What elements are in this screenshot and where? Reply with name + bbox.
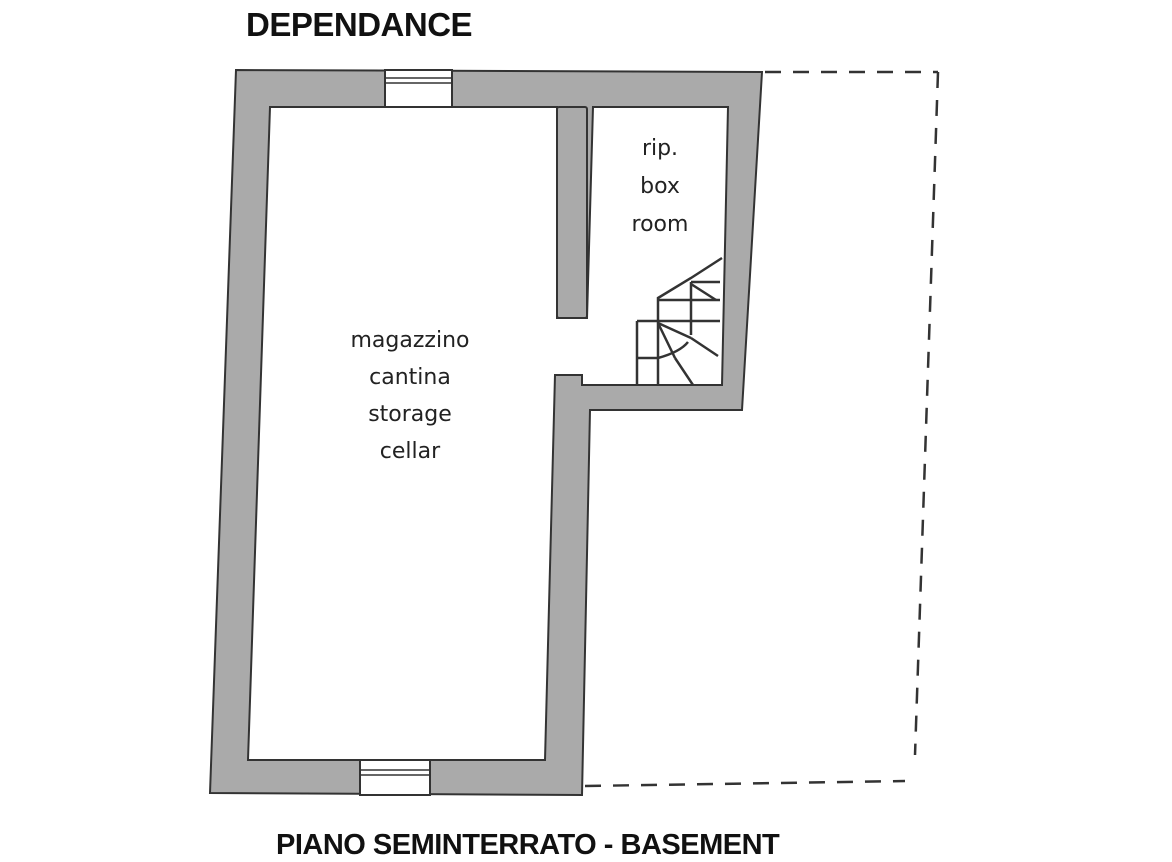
partition-wall: [556, 106, 588, 319]
room-label-line: box: [640, 174, 680, 199]
plan-title: DEPENDANCE: [246, 6, 473, 43]
room-label-line: magazzino: [350, 328, 470, 353]
room-label-line: storage: [368, 402, 452, 427]
floor-subtitle: PIANO SEMINTERRATO - BASEMENT: [276, 829, 780, 861]
room-label-line: rip.: [641, 136, 679, 161]
cellar-label: magazzino cantina storage cellar: [320, 322, 500, 470]
box-room-label: rip. box room: [600, 130, 720, 244]
staircase: [635, 256, 723, 386]
room-label-line: cellar: [379, 439, 441, 464]
room-label-line: room: [631, 212, 689, 237]
room-label-line: cantina: [369, 365, 451, 390]
boundary-dashed: [584, 70, 940, 788]
window-top: [384, 69, 453, 108]
window-bottom: [359, 759, 431, 796]
